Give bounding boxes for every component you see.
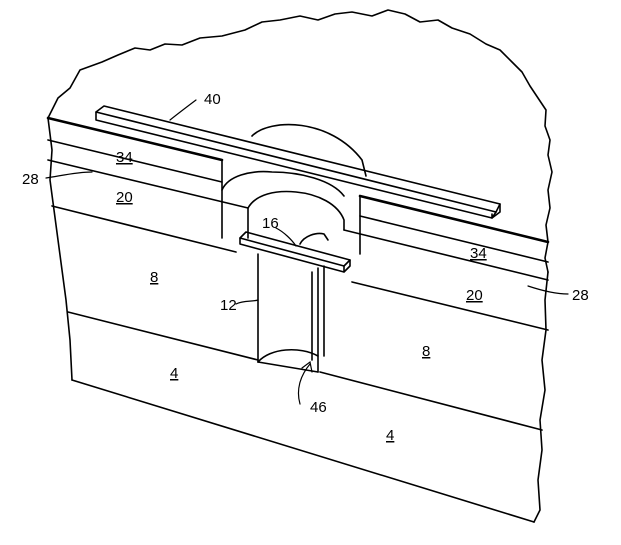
label-8-left: 8 (150, 269, 158, 286)
arrow-46 (301, 360, 313, 373)
label-34-right: 34 (470, 245, 487, 262)
left-edge (47, 117, 73, 381)
hook-16 (299, 232, 329, 245)
layer-28-edge (47, 159, 249, 209)
layer-8-bottom-edge (67, 311, 259, 361)
torn-outline (47, 9, 553, 273)
cavity-inner (247, 190, 345, 231)
label-12: 12 (220, 297, 237, 314)
leader-46 (297, 363, 311, 405)
trench-floor (257, 361, 319, 373)
label-34-left: 34 (116, 149, 133, 166)
bar-16-side (239, 237, 351, 273)
label-8-right: 8 (422, 343, 430, 360)
leader-12 (235, 299, 259, 305)
leader-28-right (527, 285, 569, 295)
label-28-left: 28 (22, 171, 39, 188)
layer-34-top-edge (46, 116, 224, 162)
layer-20-bottom-edge (51, 205, 237, 253)
label-4-right: 4 (386, 427, 394, 444)
opening-34 (221, 159, 361, 255)
layer-20-bottom-edge-right (351, 281, 549, 331)
label-20-left: 20 (116, 189, 133, 206)
bar-40 (95, 105, 501, 213)
torn-bottom-edge (533, 271, 549, 523)
cavity-rim (221, 170, 345, 197)
label-20-right: 20 (466, 287, 483, 304)
leader-40 (169, 99, 197, 121)
layer-28-edge-right (343, 229, 549, 281)
layer-8-bottom-edge-right (319, 371, 543, 431)
leader-28-left (45, 171, 93, 179)
layer-34-bottom-edge-right (359, 215, 549, 263)
label-16: 16 (262, 215, 279, 232)
bar-40-side (95, 111, 497, 219)
bar-40-end (491, 203, 501, 219)
layer-34-top-edge-right (358, 194, 550, 244)
leader-16 (275, 227, 297, 247)
label-28-right: 28 (572, 287, 589, 304)
block-bottom-edge (71, 379, 535, 523)
trench-bottom (257, 348, 319, 363)
dome (251, 123, 367, 177)
layer-34-bottom-edge (47, 139, 223, 183)
label-4-left: 4 (170, 365, 178, 382)
label-46: 46 (310, 399, 327, 416)
label-40: 40 (204, 91, 221, 108)
